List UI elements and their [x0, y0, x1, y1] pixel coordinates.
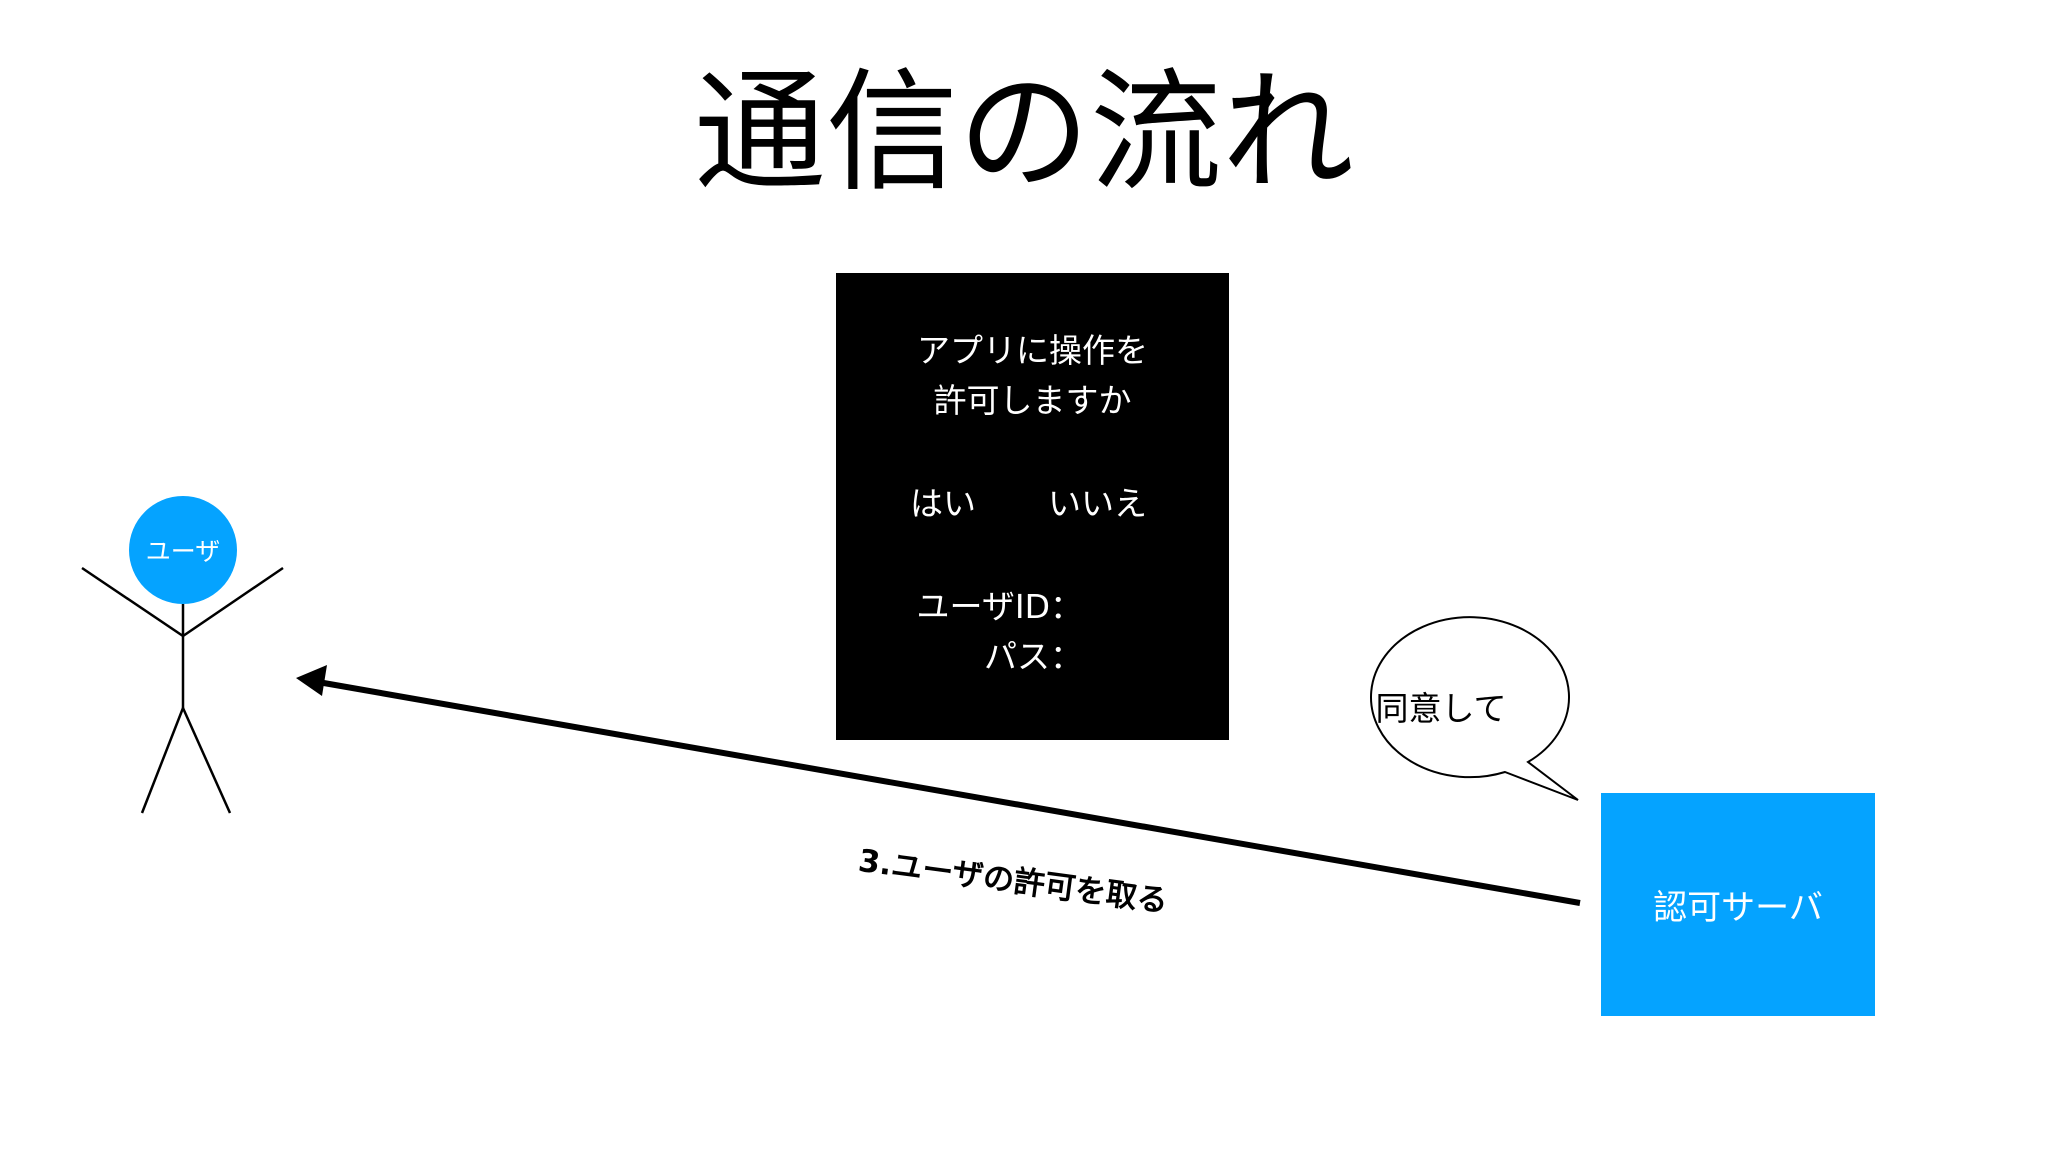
speech-bubble-outline — [1370, 616, 1579, 801]
speech-bubble — [1370, 616, 1579, 801]
figure-right-leg — [181, 707, 232, 814]
dialog-prompt-line-1: アプリに操作を — [917, 331, 1148, 370]
figure-left-arm — [81, 566, 184, 638]
stick-figure-body — [81, 566, 284, 814]
user-head: ユーザ — [129, 496, 237, 604]
slide-title: 通信の流れ — [694, 56, 1354, 210]
dialog-no-button[interactable]: いいえ — [1048, 484, 1147, 523]
dialog-yes-button[interactable]: はい — [910, 484, 976, 523]
flow-arrow-head — [296, 665, 327, 696]
user-label: ユーザ — [145, 537, 221, 566]
consent-dialog: アプリに操作を 許可しますか はい いいえ ユーザID： パス： — [836, 273, 1229, 740]
authorization-server-label: 認可サーバ — [1653, 888, 1823, 928]
authorization-server-box: 認可サーバ — [1601, 793, 1875, 1016]
dialog-password-label: パス： — [984, 637, 1083, 676]
speech-bubble-text: 同意して — [1375, 689, 1507, 728]
figure-left-leg — [140, 707, 185, 814]
figure-right-arm — [182, 566, 284, 638]
flow-arrow — [296, 665, 1581, 906]
dialog-user-id-label: ユーザID： — [916, 587, 1083, 626]
dialog-prompt-line-2: 許可しますか — [933, 381, 1132, 420]
flow-arrow-shaft — [317, 679, 1581, 906]
